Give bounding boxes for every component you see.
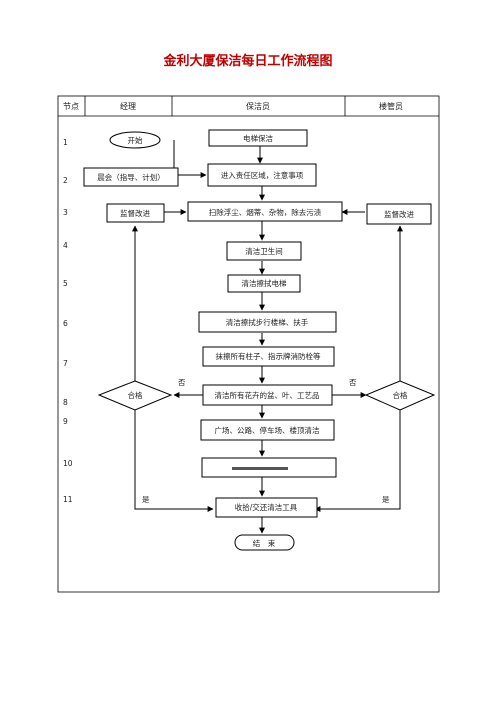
header-node: 节点 xyxy=(63,102,79,111)
node-number: 2 xyxy=(63,176,68,185)
decision-left: 合格 xyxy=(97,380,173,411)
step-elevator-clean: 电梯保洁 xyxy=(208,129,308,147)
header-building-manager: 楼管员 xyxy=(379,101,403,111)
node-numbers: 1 2 3 4 5 6 7 8 9 10 11 xyxy=(63,138,73,504)
step-label: 清洁擦拭电梯 xyxy=(242,278,287,288)
table-frame xyxy=(57,95,440,593)
step-sweep: 扫除浮尘、烟蒂、杂物，除去污渍 xyxy=(187,201,343,222)
step-supervise-left: 监督改进 xyxy=(106,203,165,223)
step-label: 监督改进 xyxy=(384,209,414,219)
header-cleaner: 保洁员 xyxy=(246,101,270,111)
step-morning-meeting: 晨会（指导、计划） xyxy=(83,167,179,187)
no-label-left: 否 xyxy=(178,378,186,387)
step-label: 清洁卫生间 xyxy=(245,246,283,256)
end-node: 结 束 xyxy=(234,534,295,551)
step-10 xyxy=(201,457,337,478)
step-label: 扫除浮尘、烟蒂、杂物，除去污渍 xyxy=(209,207,322,217)
node-number: 10 xyxy=(63,459,73,468)
node-number: 7 xyxy=(63,359,68,368)
header-manager: 经理 xyxy=(120,101,136,111)
yes-label-right: 是 xyxy=(382,495,390,504)
node-number: 4 xyxy=(63,241,68,250)
step-plants: 清洁所有花卉的盆、叶、工艺品 xyxy=(202,384,333,406)
step-label: 电梯保洁 xyxy=(243,133,273,143)
start-label: 开始 xyxy=(128,135,143,145)
node-number: 9 xyxy=(63,417,68,426)
yes-label-left: 是 xyxy=(142,495,150,504)
decision-label: 合格 xyxy=(393,390,408,400)
step-label: 监督改进 xyxy=(120,208,150,218)
step-toilet: 清洁卫生间 xyxy=(226,241,302,261)
step-supervise-right: 监督改进 xyxy=(366,203,432,225)
step-label: 清洁擦拭步行楼梯、扶手 xyxy=(226,317,309,327)
step-label: 广场、公路、停车场、楼顶清洁 xyxy=(215,425,320,435)
decision-right: 合格 xyxy=(364,380,436,411)
node-number: 5 xyxy=(63,279,68,288)
step-wipe-elevator: 清洁擦拭电梯 xyxy=(227,274,301,293)
step-tools: 收拾/交还清洁工具 xyxy=(215,497,318,518)
end-label: 结 束 xyxy=(253,538,276,548)
step-pillars: 抹擦所有柱子、指示牌消防栓等 xyxy=(202,346,335,367)
step-label: 收拾/交还清洁工具 xyxy=(235,502,298,512)
node-number: 3 xyxy=(63,208,68,217)
node-number: 8 xyxy=(63,398,68,407)
node-number: 1 xyxy=(63,138,68,147)
step-enter-area: 进入责任区域，注意事项 xyxy=(207,163,317,187)
node-number: 11 xyxy=(63,495,73,504)
step-label: 清洁所有花卉的盆、叶、工艺品 xyxy=(215,390,320,400)
no-label-right: 否 xyxy=(349,378,357,387)
step-stairs: 清洁擦拭步行楼梯、扶手 xyxy=(198,311,337,333)
step-outdoor: 广场、公路、停车场、楼顶清洁 xyxy=(200,419,335,441)
start-node: 开始 xyxy=(109,131,161,149)
step-label: 进入责任区域，注意事项 xyxy=(221,170,304,180)
connectors xyxy=(132,140,403,534)
node-number: 6 xyxy=(63,319,68,328)
page-title: 金利大厦保洁每日工作流程图 xyxy=(163,54,333,69)
step-label: 抹擦所有柱子、指示牌消防栓等 xyxy=(216,351,321,361)
step-label: 晨会（指导、计划） xyxy=(97,172,165,182)
decision-label: 合格 xyxy=(128,390,143,400)
